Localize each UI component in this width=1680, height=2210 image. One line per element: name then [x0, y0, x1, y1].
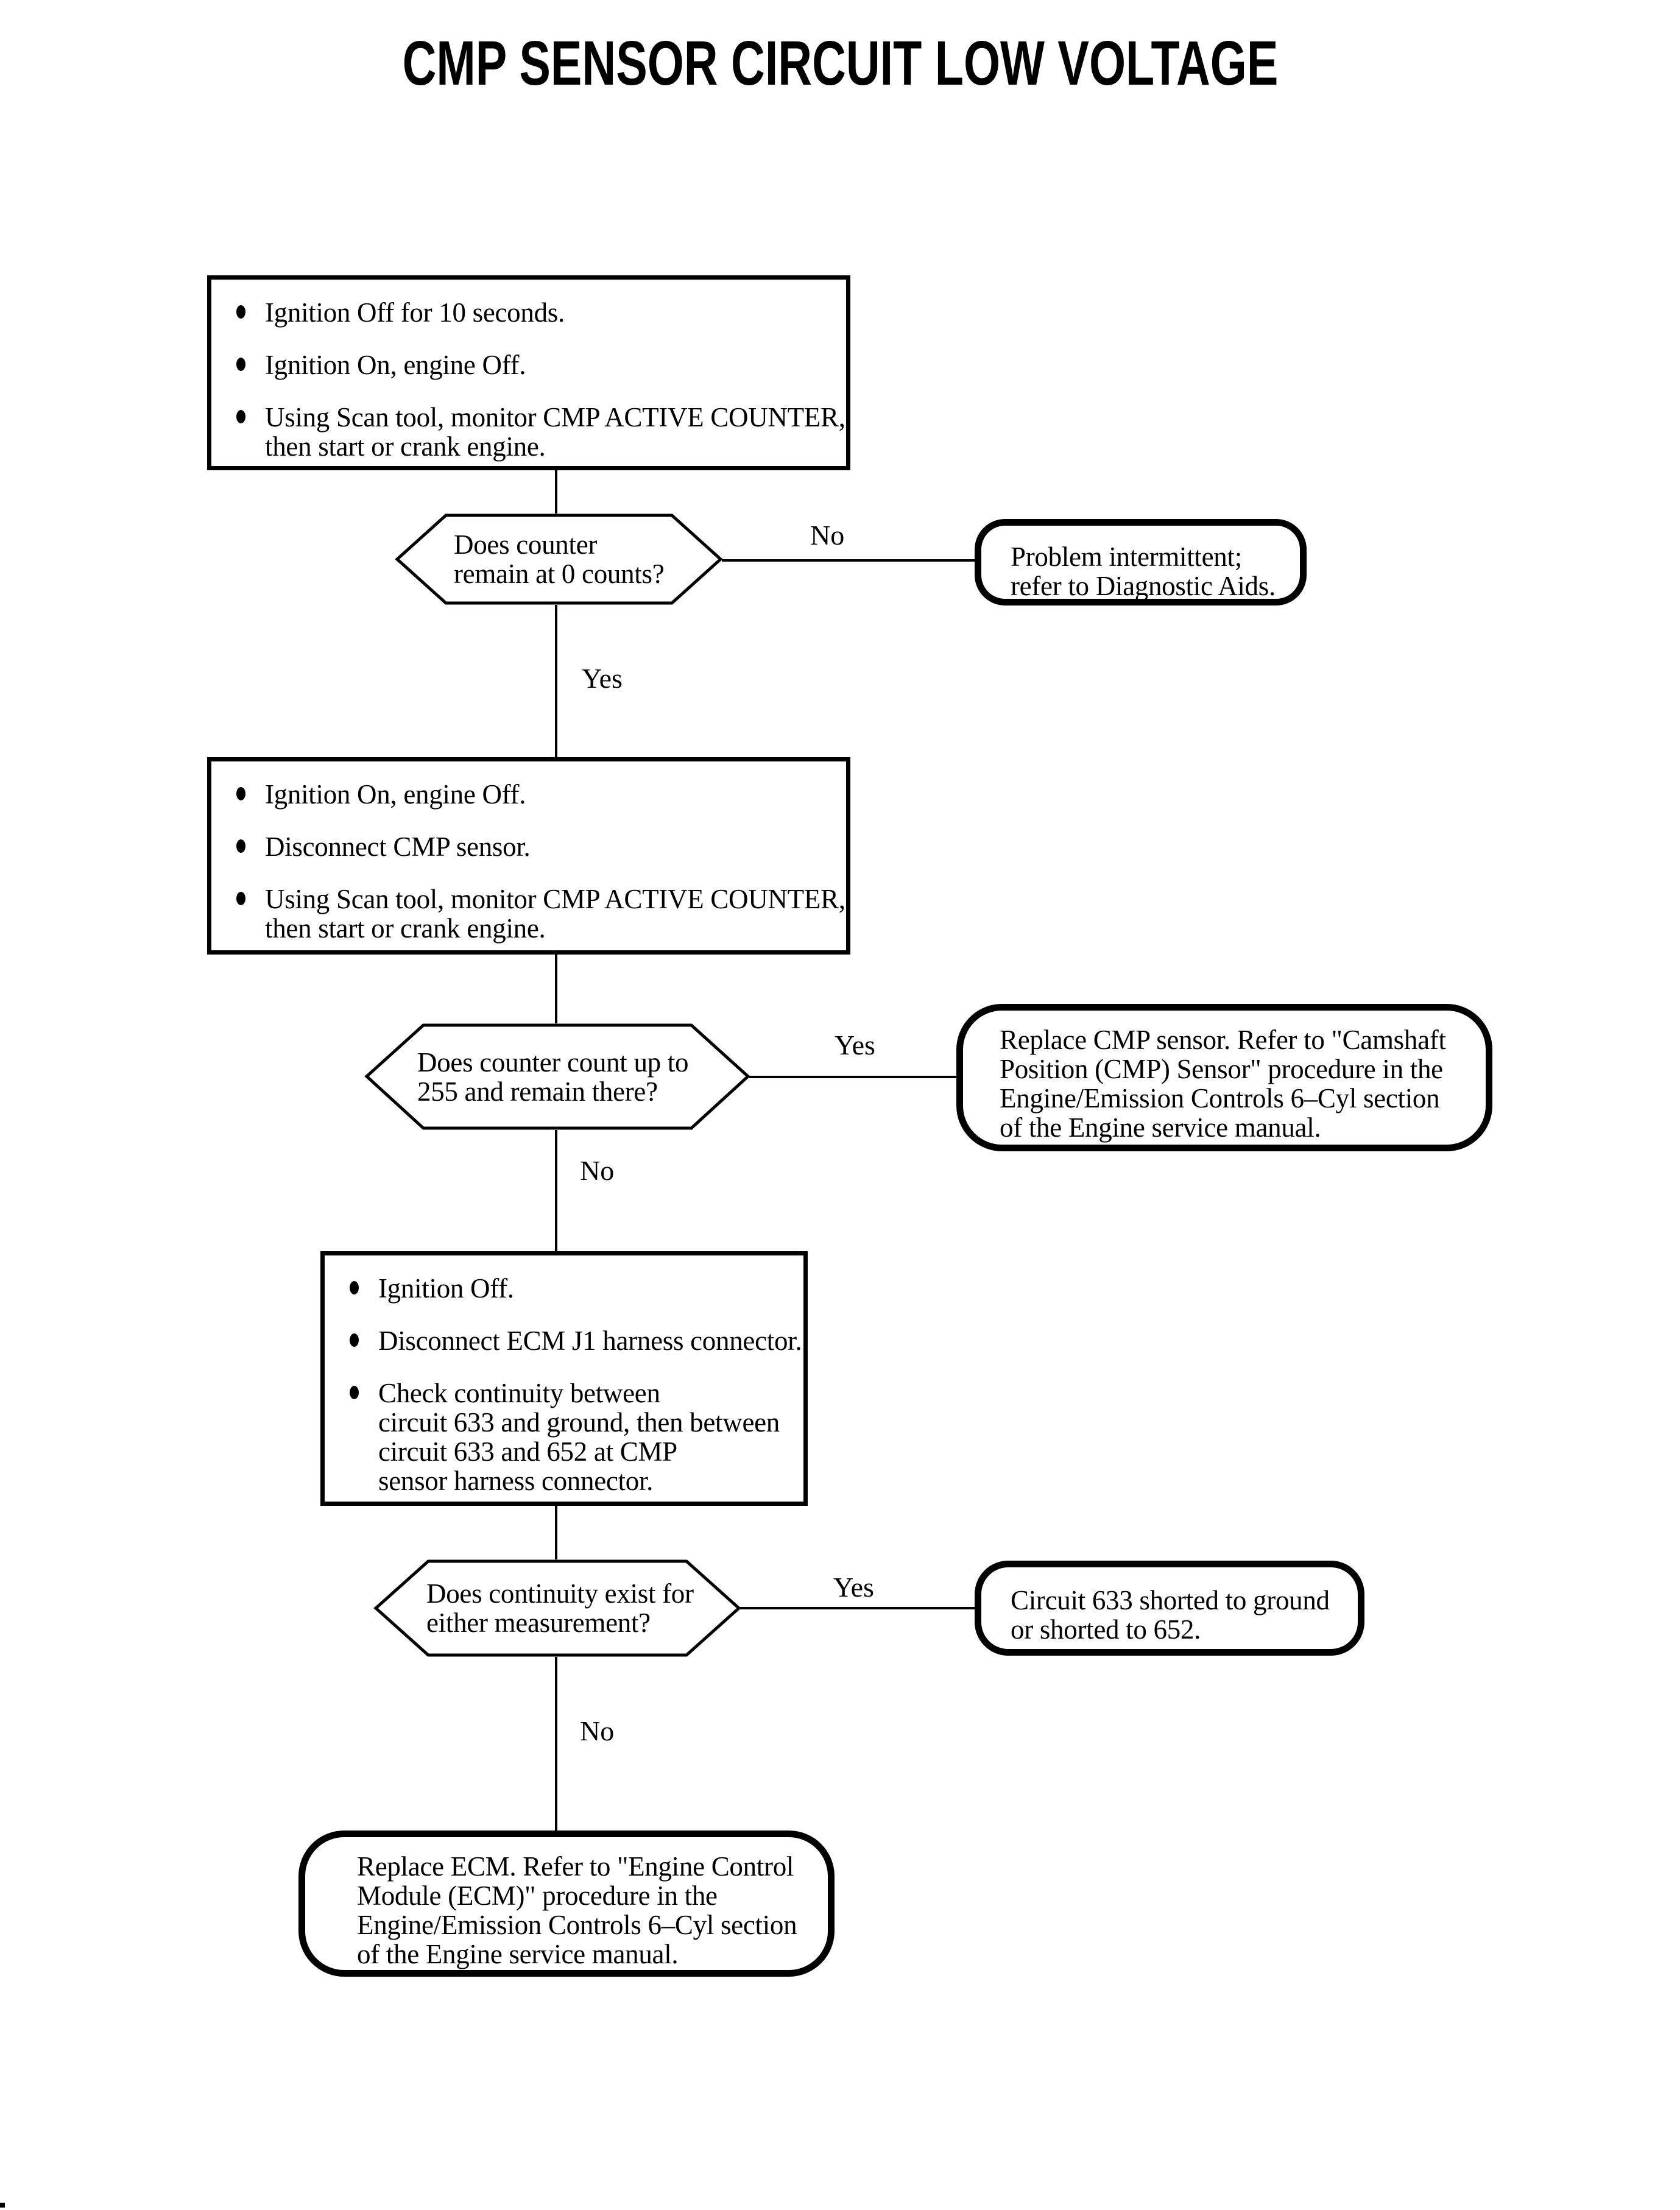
result-text: Engine/Emission Controls 6–Cyl section: [357, 1910, 797, 1940]
result-text: Circuit 633 shorted to ground: [1011, 1585, 1330, 1615]
connector-line: [749, 1076, 956, 1078]
hexagon-shape: [364, 1023, 750, 1130]
step-box-initial-check: Ignition Off for 10 seconds. Ignition On…: [207, 275, 850, 470]
connector-line: [722, 559, 975, 562]
step-text: then start or crank engine.: [265, 913, 546, 944]
list-item: Disconnect ECM J1 harness connector.: [350, 1326, 802, 1356]
edge-label-yes: Yes: [835, 1029, 875, 1061]
list-item: Disconnect CMP sensor.: [236, 831, 837, 862]
bullet-icon: [236, 839, 245, 853]
edge-label-yes: Yes: [582, 663, 623, 694]
result-replace-ecm: Replace ECM. Refer to "Engine Control Mo…: [298, 1830, 835, 1977]
list-item: Ignition On, engine Off.: [236, 779, 837, 810]
hexagon-shape: [395, 514, 723, 605]
bullet-icon: [350, 1333, 359, 1347]
edge-label-no: No: [580, 1155, 615, 1186]
edge-label-no: No: [810, 520, 845, 551]
result-problem-intermittent: Problem intermittent; refer to Diagnosti…: [975, 519, 1307, 605]
result-text: Replace CMP sensor. Refer to "Camshaft: [1000, 1025, 1446, 1055]
decision-text: 255 and remain there?: [417, 1076, 658, 1107]
connector-line: [555, 470, 557, 514]
decision-text: remain at 0 counts?: [454, 559, 665, 589]
step-text: sensor harness connector.: [378, 1466, 654, 1496]
result-text: of the Engine service manual.: [1000, 1112, 1321, 1143]
result-text: refer to Diagnostic Aids.: [1011, 571, 1276, 601]
bullet-icon: [236, 892, 245, 905]
list-item: Using Scan tool, monitor CMP ACTIVE COUN…: [236, 884, 845, 944]
step-text: circuit 633 and 652 at CMP: [378, 1436, 677, 1467]
result-text: Problem intermittent;: [1011, 542, 1242, 572]
step-text: then start or crank engine.: [265, 431, 546, 462]
bullet-icon: [236, 305, 245, 319]
result-text: Engine/Emission Controls 6–Cyl section: [1000, 1083, 1440, 1114]
decision-continuity-exists: Does continuity exist for either measure…: [373, 1559, 741, 1657]
result-text: or shorted to 652.: [1011, 1614, 1201, 1645]
page-title-wrap: CMP SENSOR CIRCUIT LOW VOLTAGE: [0, 32, 1680, 94]
list-item: Ignition On, engine Off.: [236, 350, 837, 380]
bullet-icon: [236, 410, 245, 423]
step-text: Using Scan tool, monitor CMP ACTIVE COUN…: [265, 884, 845, 914]
connector-line: [555, 955, 557, 1023]
result-replace-cmp-sensor: Replace CMP sensor. Refer to "Camshaft P…: [956, 1004, 1492, 1151]
step-text: Ignition Off.: [378, 1273, 514, 1304]
list-item: Ignition Off.: [350, 1273, 794, 1304]
step-box-disconnect-cmp: Ignition On, engine Off. Disconnect CMP …: [207, 757, 850, 955]
step-text: Ignition Off for 10 seconds.: [265, 297, 565, 328]
step-text: circuit 633 and ground, then between: [378, 1407, 780, 1438]
step-text: Check continuity between: [378, 1378, 660, 1408]
connector-line: [555, 605, 557, 757]
result-text: of the Engine service manual.: [357, 1939, 679, 1969]
result-circuit-633-shorted: Circuit 633 shorted to ground or shorted…: [975, 1561, 1364, 1656]
list-item: Ignition Off for 10 seconds.: [236, 297, 837, 328]
bullet-icon: [350, 1281, 359, 1294]
connector-line: [555, 1506, 557, 1559]
connector-line: [555, 1130, 557, 1251]
result-text: Position (CMP) Sensor" procedure in the: [1000, 1054, 1443, 1084]
step-text: Disconnect ECM J1 harness connector.: [378, 1326, 802, 1356]
step-text: Ignition On, engine Off.: [265, 779, 526, 810]
edge-label-yes: Yes: [833, 1572, 874, 1603]
bullet-icon: [236, 358, 245, 371]
result-text: Replace ECM. Refer to "Engine Control: [357, 1851, 794, 1882]
decision-text: Does continuity exist for: [426, 1578, 694, 1609]
decision-text: either measurement?: [426, 1608, 651, 1638]
step-text: Disconnect CMP sensor.: [265, 831, 531, 862]
result-text: Module (ECM)" procedure in the: [357, 1880, 718, 1911]
decision-text: Does counter: [454, 529, 598, 560]
list-item: Check continuity between circuit 633 and…: [350, 1378, 794, 1496]
page-title: CMP SENSOR CIRCUIT LOW VOLTAGE: [402, 28, 1278, 98]
connector-line: [740, 1607, 975, 1609]
bullet-icon: [350, 1386, 359, 1399]
scan-artifact-dot: [0, 2203, 5, 2208]
step-text: Using Scan tool, monitor CMP ACTIVE COUN…: [265, 402, 845, 432]
bullet-icon: [236, 787, 245, 800]
decision-counter-counts-255: Does counter count up to 255 and remain …: [364, 1023, 750, 1130]
edge-label-no: No: [580, 1715, 615, 1746]
list-item: Using Scan tool, monitor CMP ACTIVE COUN…: [236, 402, 845, 462]
decision-counter-remains-zero: Does counter remain at 0 counts?: [395, 514, 723, 605]
decision-text: Does counter count up to: [417, 1047, 689, 1078]
hexagon-shape: [373, 1559, 741, 1657]
step-text: Ignition On, engine Off.: [265, 350, 526, 380]
step-box-check-continuity: Ignition Off. Disconnect ECM J1 harness …: [320, 1251, 808, 1506]
connector-line: [555, 1657, 557, 1830]
